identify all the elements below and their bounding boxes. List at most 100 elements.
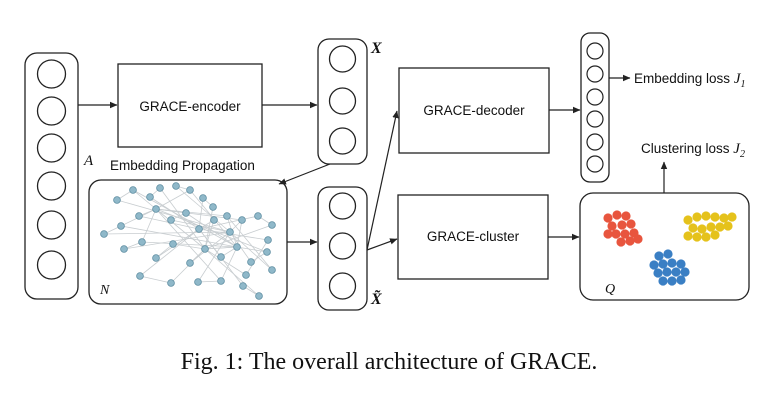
graph-node (156, 184, 164, 192)
graph-node (117, 222, 125, 230)
cluster-point-red (616, 237, 626, 247)
graph-node (233, 243, 241, 251)
arrow-x-to-propagation (278, 163, 331, 185)
arrow-x-tilde-to-decoder (366, 110, 399, 251)
graph-node (120, 245, 128, 253)
graph-edge (198, 197, 204, 230)
grace-cluster-box (397, 194, 549, 280)
cluster-point-yellow (692, 232, 702, 242)
graph-node (223, 212, 231, 220)
graph-node (113, 196, 121, 204)
graph-node (268, 221, 276, 229)
cluster-point-yellow (697, 224, 707, 234)
arrow-x-tilde-to-cluster (366, 238, 398, 251)
cluster-point-blue (653, 268, 663, 278)
graph-panel (88, 179, 288, 305)
cluster-point-red (625, 236, 635, 246)
graph-node (129, 186, 137, 194)
graph-node (255, 292, 263, 300)
cluster-point-yellow (706, 222, 716, 232)
cluster-point-red (603, 229, 613, 239)
graph-node (172, 182, 180, 190)
graph-edge (245, 239, 269, 276)
graph-node (186, 186, 194, 194)
cluster-point-blue (667, 258, 677, 268)
graph-edge (139, 275, 172, 284)
graph-node (146, 193, 154, 201)
cluster-point-red (617, 220, 627, 230)
graph-node (209, 203, 217, 211)
graph-node (138, 238, 146, 246)
graph-edge (155, 208, 228, 217)
cluster-point-red (621, 211, 631, 221)
cluster-point-yellow (692, 212, 702, 222)
graph-edge (132, 189, 157, 210)
cluster-result-panel (579, 192, 750, 301)
embedding-vector-x (317, 38, 368, 165)
embedding-loss-label: Embedding loss J1 (634, 71, 745, 90)
graph-edge (236, 219, 243, 248)
graph-node (242, 271, 250, 279)
cluster-point-yellow (701, 232, 711, 242)
graph-edge (175, 185, 231, 233)
graph-edge (229, 231, 273, 271)
graph-node (268, 266, 276, 274)
graph-node (239, 282, 247, 290)
x-label: X (370, 40, 382, 57)
clustering-loss-index: 2 (740, 149, 745, 160)
clustering-loss-label: Clustering loss J2 (641, 141, 745, 160)
cluster-point-red (611, 229, 621, 239)
graph-edge (226, 215, 273, 271)
graph-node (167, 216, 175, 224)
figure-caption: Fig. 1: The overall architecture of GRAC… (181, 349, 598, 375)
graph-edge (141, 241, 238, 248)
graph-node (217, 277, 225, 285)
graph-node (201, 245, 209, 253)
cluster-point-yellow (688, 223, 698, 233)
graph-node (186, 259, 194, 267)
embedding-propagation-label: Embedding Propagation (110, 158, 255, 173)
graph-edge (197, 280, 222, 283)
cluster-point-blue (654, 251, 664, 261)
embedding-loss-symbol: J (734, 71, 742, 87)
cluster-point-yellow (723, 221, 733, 231)
graph-node (264, 236, 272, 244)
grace-encoder-label: GRACE-encoder (139, 99, 241, 114)
cluster-point-red (633, 234, 643, 244)
graph-edge (204, 246, 238, 250)
graph-node (182, 209, 190, 217)
cluster-result-label: Q (605, 282, 615, 297)
clustering-loss-text: Clustering loss (641, 141, 733, 156)
cluster-point-yellow (727, 212, 737, 222)
graph-edge (220, 246, 238, 282)
cluster-point-blue (663, 249, 673, 259)
graph-node (199, 194, 207, 202)
graph-edge (204, 248, 260, 297)
clustering-loss-symbol: J (733, 141, 741, 157)
grace-decoder-label: GRACE-decoder (423, 103, 525, 118)
graph-node (247, 258, 255, 266)
graph-node (136, 272, 144, 280)
cluster-point-red (620, 229, 630, 239)
graph-node (194, 278, 202, 286)
graph-node (152, 254, 160, 262)
graph-edge (204, 219, 215, 250)
cluster-point-blue (680, 267, 690, 277)
graph-node (226, 228, 234, 236)
graph-edge (155, 208, 206, 250)
input-vector-a (24, 52, 79, 300)
cluster-point-blue (662, 267, 672, 277)
cluster-point-red (603, 213, 613, 223)
input-label: A (83, 153, 94, 169)
graph-node (254, 212, 262, 220)
graph-edge (236, 246, 268, 253)
graph-edge (141, 208, 157, 243)
graph-edge (139, 228, 200, 277)
cluster-point-yellow (701, 211, 711, 221)
graph-edge (120, 225, 238, 248)
cluster-point-yellow (715, 222, 725, 232)
cluster-point-yellow (719, 213, 729, 223)
graph-node (263, 248, 271, 256)
graph-edge (159, 187, 206, 250)
